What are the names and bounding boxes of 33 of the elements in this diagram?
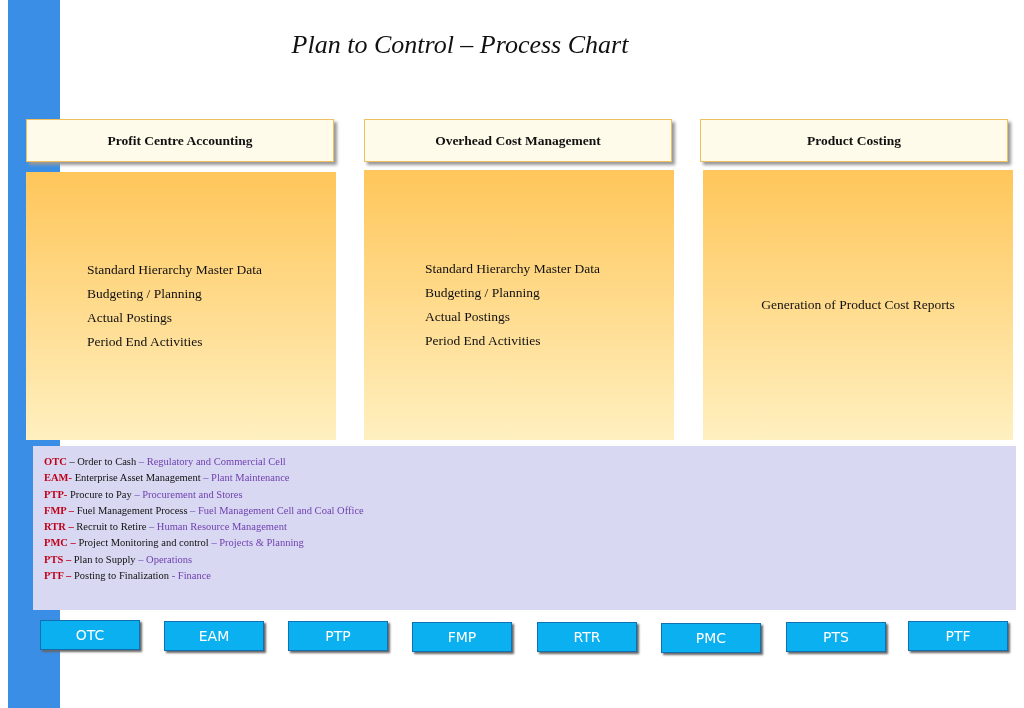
list-item: Standard Hierarchy Master Data <box>87 262 264 278</box>
content-panel <box>703 170 1013 440</box>
list-item: Generation of Product Cost Reports <box>761 297 955 313</box>
legend-entry: PMC – Project Monitoring and control – Projects & Planning <box>44 537 305 549</box>
legend-entry: FMP – Fuel Management Process – Fuel Management Cell and Coal Office <box>44 504 365 516</box>
list-item: Period End Activities <box>87 334 204 350</box>
list-item: Actual Postings <box>425 309 512 325</box>
process-button: FMP <box>412 622 512 652</box>
legend-entry: RTR – Recruit to Retire – Human Resource Management <box>44 521 288 533</box>
process-button: OTC <box>40 620 140 650</box>
legend-entry: PTS – Plan to Supply – Operations <box>44 553 194 565</box>
section-header: Overhead Cost Management <box>364 119 672 162</box>
list-item: Budgeting / Planning <box>87 286 203 302</box>
content-panel <box>364 170 674 440</box>
process-button: PTS <box>786 622 886 652</box>
legend-entry: PTF – Posting to Finalization - Finance <box>44 570 213 582</box>
legend-entry: PTP- Procure to Pay – Procurement and Stores <box>44 488 244 500</box>
legend-entry: EAM- Enterprise Asset Management – Plant Maintenance <box>44 472 291 484</box>
list-item: Standard Hierarchy Master Data <box>425 261 602 277</box>
process-button: PMC <box>661 623 761 653</box>
legend-entry: OTC – Order to Cash – Regulatory and Commercial Cell <box>44 456 287 467</box>
content-panel <box>26 172 336 440</box>
section-header: Profit Centre Accounting <box>26 119 334 162</box>
process-button: RTR <box>537 622 637 652</box>
process-button: PTF <box>908 621 1008 651</box>
list-item: Actual Postings <box>87 310 174 326</box>
list-item: Budgeting / Planning <box>425 285 541 301</box>
legend-panel <box>33 446 1016 610</box>
title: Plan to Control – Process Chart <box>290 30 630 60</box>
process-button: PTP <box>288 621 388 651</box>
process-button: EAM <box>164 621 264 651</box>
section-header: Product Costing <box>700 119 1008 162</box>
list-item: Period End Activities <box>425 333 542 349</box>
